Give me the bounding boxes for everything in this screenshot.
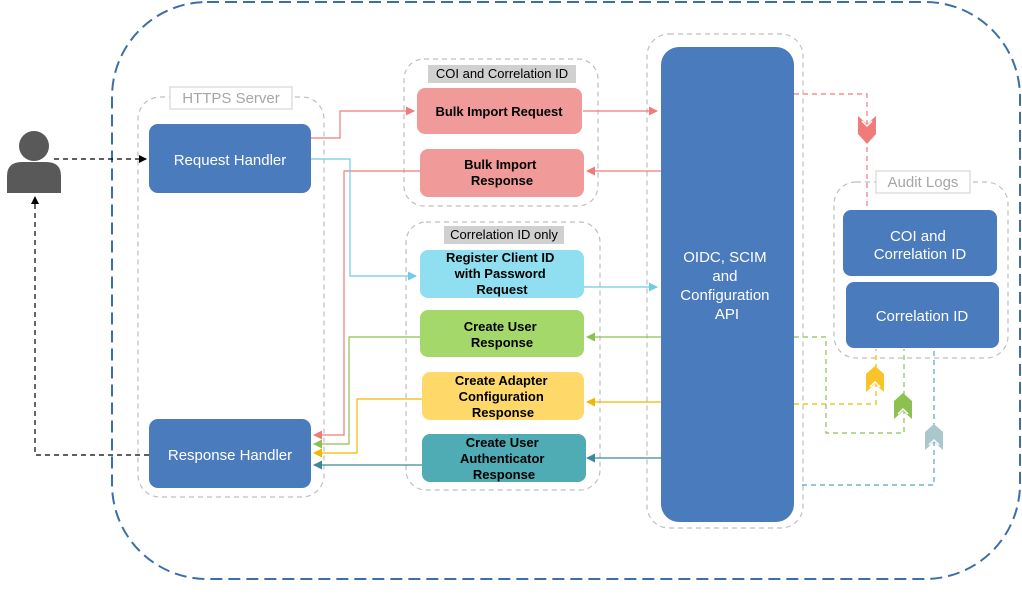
audit-coi-box bbox=[843, 210, 997, 276]
create-authenticator-response-box bbox=[422, 434, 586, 482]
coi-correlation-title: COI and Correlation ID bbox=[436, 66, 568, 81]
create-authenticator-response-label: Create User Authenticator Response bbox=[460, 435, 548, 482]
create-adapter-response-box bbox=[422, 372, 584, 420]
user-icon bbox=[7, 131, 61, 193]
create-user-response-box bbox=[420, 310, 584, 357]
response-handler-label: Response Handler bbox=[168, 447, 292, 464]
api-label: OIDC, SCIM and Configuration API bbox=[680, 249, 773, 323]
create-user-to-handler-arrow bbox=[313, 336, 420, 449]
chevron-up-icon bbox=[894, 393, 912, 419]
bulk-import-request-label: Bulk Import Request bbox=[435, 104, 563, 119]
request-handler-label: Request Handler bbox=[174, 152, 287, 169]
create-adapter-to-handler-arrow bbox=[313, 398, 422, 458]
correlation-only-group bbox=[405, 221, 601, 491]
bulk-import-request-box bbox=[417, 88, 582, 134]
coi-correlation-group bbox=[403, 58, 599, 207]
bulk-response-to-handler-arrow bbox=[313, 170, 420, 440]
response-to-user-arrow bbox=[31, 196, 149, 456]
register-client-box bbox=[420, 250, 584, 298]
audit-coi-line bbox=[794, 93, 868, 211]
create-adapter-response-label: Create Adapter Configuration Response bbox=[455, 373, 551, 420]
audit-correlation-box bbox=[846, 282, 999, 348]
audit-green-line bbox=[794, 336, 905, 434]
request-handler-box bbox=[149, 124, 311, 193]
bulk-import-response-label: Bulk Import Response bbox=[464, 157, 540, 188]
response-handler-box bbox=[149, 419, 311, 488]
https-server-group bbox=[137, 96, 325, 498]
create-user-response-label: Create User Response bbox=[464, 319, 541, 350]
chevron-down-icon bbox=[858, 116, 876, 144]
audit-correlation-label: Correlation ID bbox=[876, 308, 969, 325]
register-client-label: Register Client ID with Password Request bbox=[446, 250, 558, 297]
audit-coi-label: COI and Correlation ID bbox=[874, 228, 967, 263]
chevron-up-icon bbox=[925, 424, 943, 450]
request-to-bulk-import-arrow bbox=[311, 106, 415, 139]
audit-teal-line bbox=[802, 349, 935, 486]
api-box bbox=[661, 47, 794, 522]
chevron-up-icon bbox=[866, 366, 884, 392]
audit-logs-title: Audit Logs bbox=[888, 174, 959, 191]
audit-yellow-line bbox=[794, 349, 877, 405]
correlation-only-title: Correlation ID only bbox=[450, 227, 558, 242]
bulk-import-response-box bbox=[420, 149, 584, 197]
api-group bbox=[646, 33, 804, 529]
https-server-title: HTTPS Server bbox=[182, 90, 280, 107]
request-to-register-arrow bbox=[311, 158, 417, 281]
